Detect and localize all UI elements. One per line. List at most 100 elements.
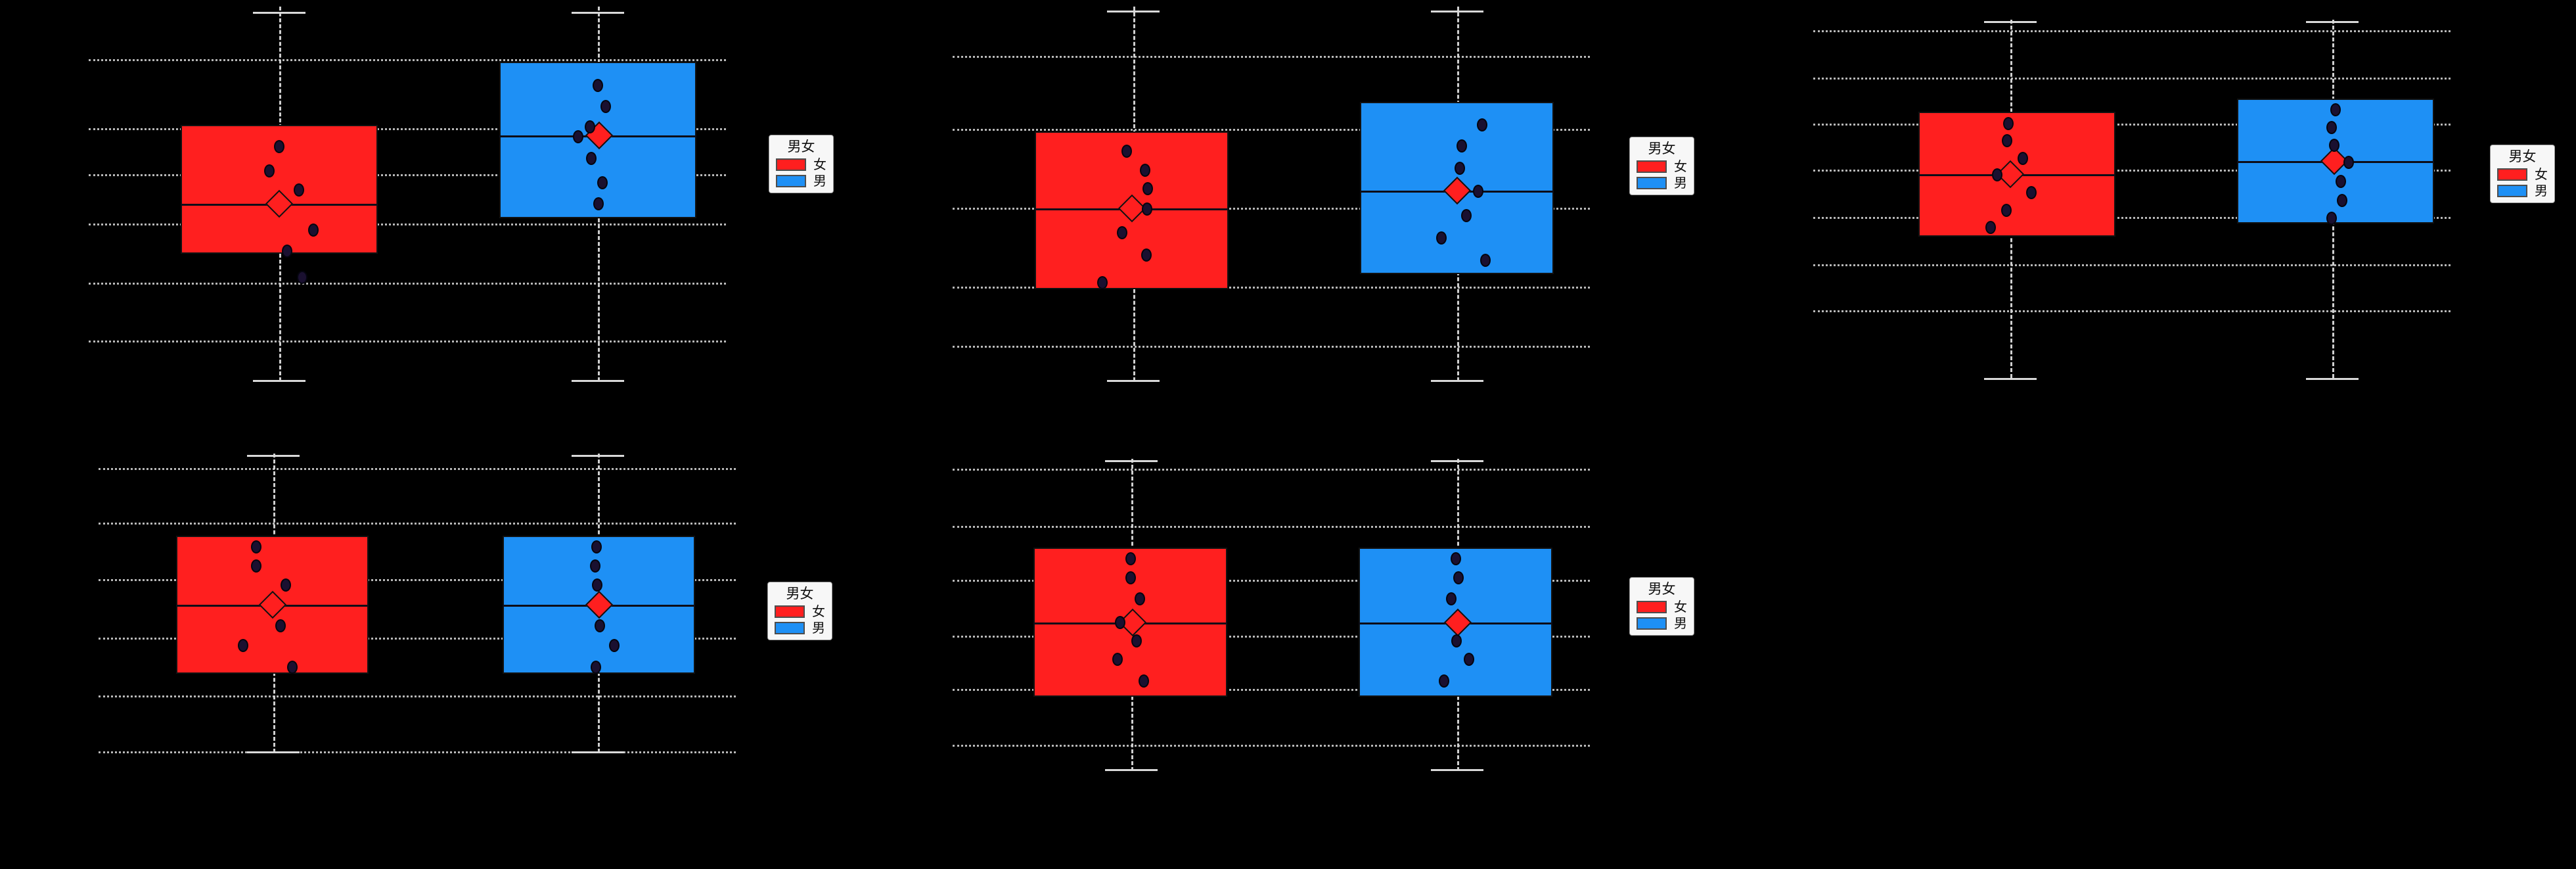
data-point: [600, 100, 611, 113]
blue-swatch-icon: [776, 174, 806, 187]
data-point: [238, 639, 248, 652]
panel-2-plot-area: [953, 7, 1590, 388]
gridline: [953, 526, 1590, 528]
whisker-cap-female: [247, 751, 300, 753]
data-point: [308, 223, 319, 237]
data-point: [1115, 616, 1125, 629]
data-point: [1446, 592, 1457, 605]
data-point: [2003, 117, 2014, 130]
data-point: [264, 164, 275, 177]
whisker-cap-male: [2306, 21, 2359, 23]
data-point: [1480, 254, 1491, 267]
data-point: [2326, 212, 2337, 225]
data-point: [2018, 152, 2028, 165]
legend-row-female[interactable]: 女: [1637, 600, 1687, 613]
panel-2: 男女 女 男: [953, 7, 1694, 388]
gridline: [953, 469, 1590, 471]
legend-row-female[interactable]: 女: [2497, 168, 2548, 181]
data-point: [2337, 194, 2347, 207]
legend-row-female[interactable]: 女: [775, 605, 825, 618]
data-point: [1125, 552, 1136, 565]
panel-1-plot-area: [89, 7, 726, 388]
legend-title: 男女: [1648, 581, 1676, 597]
data-point: [1477, 118, 1487, 131]
gridline: [953, 346, 1590, 348]
data-point: [1992, 168, 2002, 181]
gridline: [99, 523, 736, 525]
legend-row-male[interactable]: 男: [1637, 617, 1687, 630]
red-swatch-icon: [776, 158, 806, 171]
gridline: [89, 283, 726, 285]
data-point: [1125, 571, 1136, 584]
data-point: [573, 130, 583, 143]
whisker-cap-male: [1431, 11, 1483, 12]
data-point: [1985, 221, 1996, 234]
data-point: [1140, 164, 1150, 177]
legend-row-male[interactable]: 男: [776, 174, 826, 187]
legend-label-male: 男: [1674, 175, 1687, 191]
legend-row-male[interactable]: 男: [1637, 176, 1687, 189]
legend-row-male[interactable]: 男: [775, 621, 825, 634]
data-point: [585, 120, 595, 133]
blue-swatch-icon: [775, 621, 805, 634]
data-point: [591, 540, 602, 553]
gridline: [953, 287, 1590, 289]
data-point: [593, 79, 603, 92]
legend-label-male: 男: [813, 173, 826, 189]
legend-title: 男女: [1648, 141, 1676, 156]
data-point: [1453, 571, 1464, 584]
blue-swatch-icon: [1637, 617, 1667, 630]
whisker-cap-female: [1107, 380, 1160, 382]
legend-row-female[interactable]: 女: [1637, 160, 1687, 173]
whisker-cap-male: [572, 751, 624, 753]
data-point: [592, 578, 602, 592]
legend-label-male: 男: [2535, 183, 2548, 199]
gridline: [1813, 310, 2451, 312]
data-point: [591, 661, 601, 674]
panel-3-plot-area: [1813, 7, 2451, 401]
whisker-cap-male: [1431, 769, 1483, 771]
gridline: [89, 341, 726, 342]
whisker-cap-male: [572, 380, 624, 382]
data-point: [1142, 182, 1153, 195]
red-swatch-icon: [775, 605, 805, 618]
data-point: [1135, 592, 1145, 605]
data-point: [2336, 175, 2346, 188]
gridline: [953, 580, 1590, 582]
whisker-cap-male: [572, 12, 624, 14]
data-point: [281, 578, 291, 592]
legend-label-female: 女: [813, 156, 826, 173]
data-point: [1461, 209, 1472, 222]
blue-swatch-icon: [1637, 176, 1667, 189]
legend-label-female: 女: [1674, 599, 1687, 615]
whisker-cap-female: [1984, 378, 2037, 380]
whisker-cap-male: [1431, 460, 1483, 462]
whisker-cap-female: [1105, 769, 1158, 771]
data-point: [2329, 139, 2339, 152]
data-point: [282, 245, 292, 258]
red-swatch-icon: [2497, 168, 2527, 181]
gridline: [953, 208, 1590, 210]
gridline: [99, 751, 736, 753]
gridline: [99, 579, 736, 581]
data-point: [2330, 103, 2341, 116]
legend-title: 男女: [786, 586, 814, 601]
data-point: [1139, 674, 1149, 688]
whisker-cap-male: [2306, 378, 2359, 380]
whisker-cap-female: [247, 455, 300, 457]
legend-row-male[interactable]: 男: [2497, 184, 2548, 197]
data-point: [294, 183, 304, 197]
data-point: [1451, 634, 1462, 647]
data-point: [287, 661, 298, 674]
legend-row-female[interactable]: 女: [776, 158, 826, 171]
data-point: [297, 271, 307, 284]
legend-panel-4: 男女 女 男: [767, 582, 832, 641]
data-point: [2026, 186, 2037, 199]
data-point: [609, 639, 620, 652]
whisker-cap-female: [1984, 21, 2037, 23]
panel-5: 男女 女 男: [953, 440, 1694, 822]
gridline: [89, 59, 726, 61]
blue-swatch-icon: [2497, 184, 2527, 197]
gridline: [953, 636, 1590, 638]
gridline: [953, 56, 1590, 58]
